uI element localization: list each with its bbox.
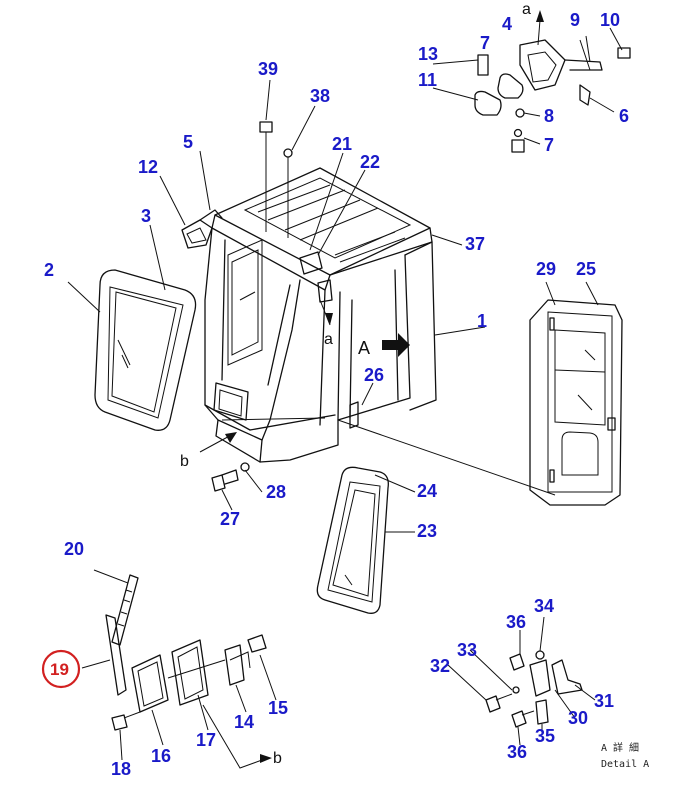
part-number[interactable]: 12 [138,157,158,177]
leader-lines [67,19,623,769]
part-number[interactable]: 2 [44,260,54,280]
part-number[interactable]: 1 [477,311,487,331]
ref-letter-b: b [273,750,282,767]
part-number[interactable]: 17 [196,730,216,750]
highlighted-part-number[interactable]: 19 [50,660,69,679]
part-number[interactable]: 16 [151,746,171,766]
part-number[interactable]: 38 [310,86,330,106]
part-number[interactable]: 20 [64,539,84,559]
part-number[interactable]: 34 [534,596,554,616]
part-number[interactable]: 10 [600,10,620,30]
part-number[interactable]: 4 [502,14,512,34]
part-number[interactable]: 8 [544,106,554,126]
detail-caption-jp: A 詳 細 [601,741,639,754]
part-number[interactable]: 18 [111,759,131,779]
part-number[interactable]: 30 [568,708,588,728]
ref-letter-a: a [522,1,531,18]
ref-arrows [225,10,544,763]
part-number[interactable]: 21 [332,134,352,154]
highlight-circle [41,649,81,689]
part-number[interactable]: 15 [268,698,288,718]
part-number[interactable]: 24 [417,481,437,501]
part-number[interactable]: 28 [266,482,286,502]
part-number[interactable]: 5 [183,132,193,152]
part-number[interactable]: 7 [480,33,490,53]
ref-letter-b: b [180,453,189,470]
step-bracket-assembly [105,574,267,731]
ref-letter-a: a [324,331,333,348]
part-number[interactable]: 3 [141,206,151,226]
part-number[interactable]: 14 [234,712,254,732]
detail-caption-en: Detail A [601,759,649,770]
roof-small-parts [181,121,293,249]
part-number[interactable]: 7 [544,135,554,155]
part-number[interactable]: 27 [220,509,240,529]
front-lower-window [316,466,389,614]
part-number[interactable]: 25 [576,259,596,279]
part-number[interactable]: 29 [536,259,556,279]
part-number[interactable]: 22 [360,152,380,172]
part-number[interactable]: 11 [418,70,437,90]
part-number-labels: 1 2 3 4 5 6 7 7 8 9 10 11 12 13 14 15 16… [44,10,629,779]
part-number[interactable]: 13 [418,44,438,64]
part-number[interactable]: 36 [506,612,526,632]
part-number[interactable]: 9 [570,10,580,30]
part-number[interactable]: 23 [417,521,437,541]
part-number[interactable]: 31 [594,691,614,711]
part-number[interactable]: 26 [364,365,384,385]
part-number[interactable]: 36 [507,742,527,762]
reference-letters: a a b b A [180,1,531,767]
part-number[interactable]: 39 [258,59,278,79]
view-a-label: A [358,338,370,358]
part-number[interactable]: 32 [430,656,450,676]
bolt-washer-27-28 [211,462,250,492]
detail-caption: A 詳 細 Detail A [601,741,649,770]
view-a-arrow [382,333,410,357]
mirror-bracket-group [474,39,631,153]
part-number[interactable]: 35 [535,726,555,746]
part-number[interactable]: 37 [465,234,485,254]
part-number[interactable]: 6 [619,106,629,126]
cab-frame [204,167,437,463]
cab-door [529,299,623,506]
part-number[interactable]: 33 [457,640,477,660]
rear-window-assembly [94,269,197,431]
